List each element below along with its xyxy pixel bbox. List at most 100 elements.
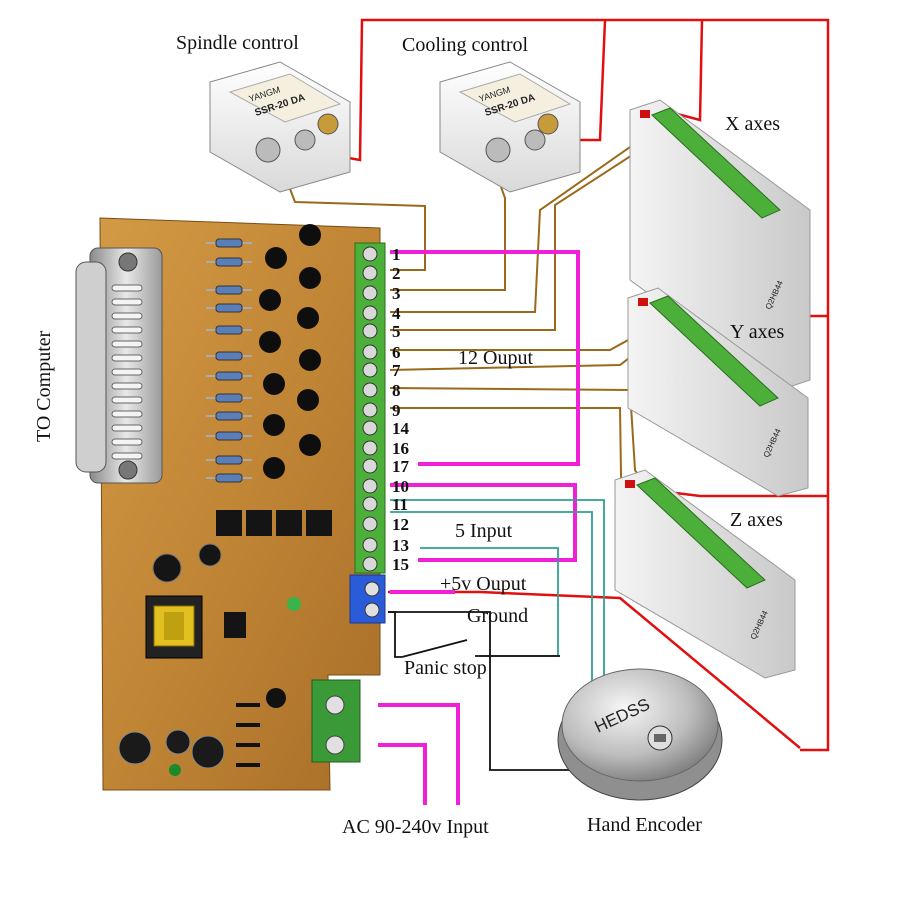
db25-pin (111, 396, 143, 404)
resistor (215, 257, 243, 267)
pin-number-4: 4 (392, 304, 401, 323)
terminal-screw (362, 402, 378, 418)
terminal-screw (362, 420, 378, 436)
pin-number-12: 12 (392, 515, 409, 534)
db25-pin (111, 284, 143, 292)
transformer (145, 595, 203, 659)
pin-number-8: 8 (392, 381, 401, 400)
plus5v-output-label: +5v Ouput (440, 573, 527, 595)
transistor (259, 289, 281, 311)
db25-pin (111, 452, 143, 460)
db25-pin (111, 354, 143, 362)
input-5-label: 5 Input (455, 520, 513, 542)
pin-number-16: 16 (392, 439, 409, 458)
terminal-screw (362, 246, 378, 262)
transistor (263, 457, 285, 479)
terminal-screw (362, 265, 378, 281)
resistor (215, 431, 243, 441)
terminal-screw (362, 556, 378, 572)
terminal-screw (362, 344, 378, 360)
transistor (297, 307, 319, 329)
resistor (215, 325, 243, 335)
spindle-control-label: Spindle control (176, 32, 299, 54)
transistor (265, 247, 287, 269)
magenta-wires (378, 250, 580, 805)
power-led (287, 597, 301, 611)
pin-number-7: 7 (392, 361, 401, 380)
pin-number-2: 2 (392, 264, 401, 283)
db25-pin (111, 312, 143, 320)
diodes (236, 703, 260, 767)
pin-number-14: 14 (392, 419, 410, 438)
pin-number-11: 11 (392, 495, 408, 514)
hand-encoder-label: Hand Encoder (587, 814, 702, 836)
pin-number-13: 13 (392, 536, 409, 555)
driver-x: Q2HB44 (629, 99, 811, 391)
driver-z: Q2HB44 (614, 469, 796, 679)
resistor-array (206, 238, 252, 483)
terminal-screw (362, 516, 378, 532)
transistor (299, 267, 321, 289)
transistor (297, 389, 319, 411)
transistor (299, 349, 321, 371)
output-12-label: 12 Ouput (458, 347, 533, 369)
transistor (263, 373, 285, 395)
resistor (215, 303, 243, 313)
terminal-screw (362, 305, 378, 321)
ac-input-label: AC 90-240v Input (342, 816, 489, 838)
ac-input-terminal (311, 679, 361, 763)
driver-y: Q2HB44 (627, 287, 809, 497)
db25-pin (111, 438, 143, 446)
pin-number-15: 15 (392, 555, 409, 574)
terminal-screw (362, 362, 378, 378)
resistor (215, 473, 243, 483)
regulator (266, 688, 286, 708)
pin-number-1: 1 (392, 245, 401, 264)
terminal-screw (362, 478, 378, 494)
db25-pin (111, 326, 143, 334)
power-5v-terminal (349, 574, 386, 624)
terminal-screw (362, 496, 378, 512)
panic-stop-label: Panic stop (404, 657, 487, 679)
pin-number-5: 5 (392, 322, 401, 341)
to-computer-label: TO Computer (33, 330, 55, 442)
capacitors (118, 543, 225, 776)
terminal-screw (362, 537, 378, 553)
pin-number-3: 3 (392, 284, 401, 303)
hand-encoder: HEDSS (557, 668, 723, 801)
db25-connector (75, 247, 163, 484)
transistor (299, 434, 321, 456)
resistor (215, 411, 243, 421)
spindle-relay: YANGM SSR-20 DA (209, 61, 351, 193)
resistor (215, 393, 243, 403)
transistor (299, 224, 321, 246)
x-axes-label: X axes (725, 113, 780, 135)
terminal-screw (362, 440, 378, 456)
resistor (215, 351, 243, 361)
black-wires (388, 611, 580, 771)
db25-pin (111, 410, 143, 418)
db25-pin (111, 424, 143, 432)
terminal-screw (362, 382, 378, 398)
ground-label: Ground (467, 605, 528, 627)
pin-number-10: 10 (392, 477, 409, 496)
terminal-screw (362, 458, 378, 474)
db25-pin (111, 382, 143, 390)
transistor-array (259, 224, 321, 479)
resistor (215, 238, 243, 248)
pin-number-9: 9 (392, 401, 401, 420)
optocoupler-row (216, 510, 332, 638)
cooling-relay: YANGM SSR-20 DA (439, 61, 581, 193)
cooling-control-label: Cooling control (402, 34, 529, 56)
terminal-screw (362, 323, 378, 339)
terminal-screw (362, 285, 378, 301)
db25-pin (111, 368, 143, 376)
transistor (259, 331, 281, 353)
terminal-strip (354, 242, 386, 574)
db25-pin (111, 298, 143, 306)
y-axes-label: Y axes (730, 321, 784, 343)
resistor (215, 371, 243, 381)
pin-number-17: 17 (392, 457, 410, 476)
